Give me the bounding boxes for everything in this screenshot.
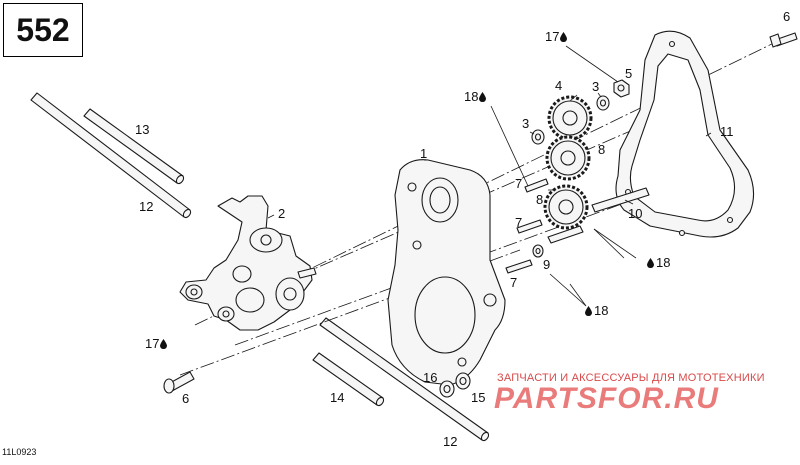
oil-drop-icon [585,306,592,316]
callout-18-right-text: 18 [656,255,671,270]
callout-6-lower: 6 [182,391,190,406]
gear-part-8-lower [543,184,589,230]
page-number-box: 552 [3,3,83,57]
callout-4: 4 [555,78,563,93]
callout-8-upper: 8 [598,142,606,157]
nut-part-16 [439,380,455,398]
callout-17-upper: 17 [545,29,568,44]
callout-10: 10 [628,206,643,221]
cover-part-11 [615,30,755,238]
callout-1: 1 [420,146,428,161]
oil-pump-part-2 [179,195,317,331]
gear-part-8-upper [545,135,591,181]
callout-18-right: 18 [647,256,670,269]
washer-part-3-left [531,129,545,145]
pin-part-7-lower [505,259,533,274]
callout-3-right: 3 [592,79,600,94]
nut-part-5 [613,79,630,98]
gear-part-4 [547,95,593,141]
callout-12-upper: 12 [139,199,154,214]
rod-13 [83,108,185,185]
callout-7-lower: 7 [510,275,518,290]
washer-part-3-right [596,95,610,111]
callout-15: 15 [471,390,486,405]
watermark-subtitle: ЗАПЧАСТИ И АКСЕССУАРЫ ДЛЯ МОТОТЕХНИКИ [497,372,765,384]
oil-drop-icon [479,92,487,102]
screw-part-6-upper [769,32,798,48]
pin-part-7-middle [516,219,543,234]
callout-13: 13 [135,122,150,137]
watermark-brand: PARTSFOR.RU [494,382,719,415]
screw-part-6-lower [163,371,195,394]
callout-16: 16 [423,370,438,385]
rod-12-lower [319,317,490,442]
callout-18-lower-text: 18 [594,303,609,318]
shaft-part-10 [547,187,650,244]
washer-part-9 [532,244,544,258]
callout-7-middle: 7 [515,215,523,230]
callout-2: 2 [278,206,286,221]
callout-17-lower-text: 17 [145,336,160,351]
callout-12-lower: 12 [443,434,458,449]
callout-6-upper: 6 [783,9,791,24]
callout-17-upper-text: 17 [545,29,560,44]
callout-3-left: 3 [522,116,530,131]
housing-part-1 [387,159,506,386]
callout-18-upper: 18 [464,89,487,104]
callout-5: 5 [625,66,633,81]
oil-drop-icon [160,339,168,349]
leader-lines [267,45,712,307]
callout-14: 14 [330,390,345,405]
oil-drop-icon [647,258,654,268]
page-number: 552 [16,11,70,48]
reference-code: 11L0923 [2,447,37,457]
rod-12-upper [30,92,192,219]
callout-18-lower: 18 [585,304,608,317]
callout-17-lower: 17 [145,336,168,351]
callout-18-upper-text: 18 [464,89,479,104]
rod-14 [312,352,385,407]
washer-part-15 [455,372,471,390]
callout-8-lower: 8 [536,192,544,207]
callout-7-upper: 7 [515,176,523,191]
pin-part-7-upper [524,178,549,193]
oil-drop-icon [560,32,568,42]
callout-9: 9 [543,257,551,272]
callout-11: 11 [720,124,734,139]
